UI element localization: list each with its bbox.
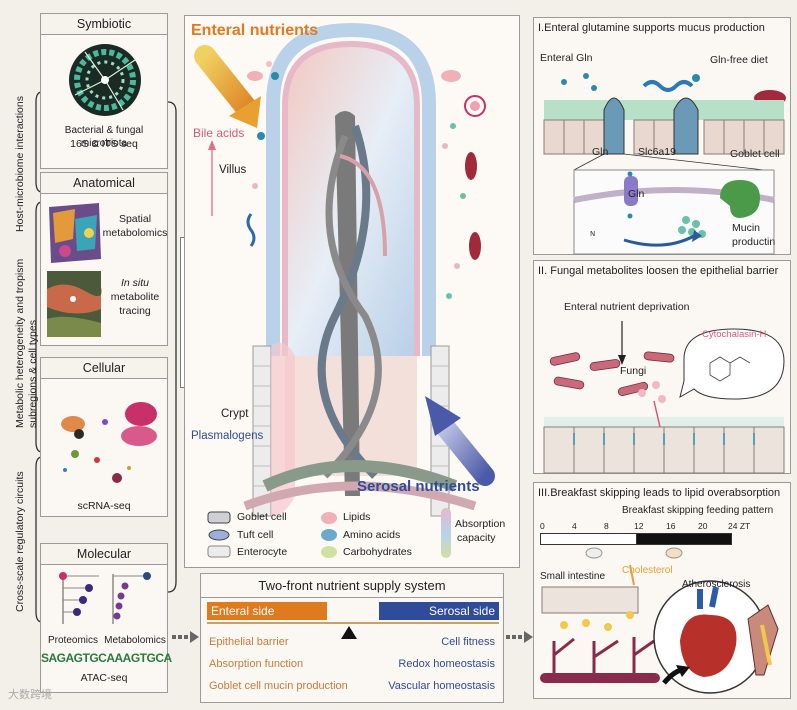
anatomical-title: Anatomical: [41, 173, 167, 194]
symbiotic-caption-1: Bacterial & fungal microbiota: [64, 125, 144, 149]
molecular-title: Molecular: [41, 544, 167, 565]
svg-text:N: N: [590, 230, 595, 238]
gln-top-label: Gln: [592, 146, 609, 158]
enteral-side-badge: Enteral side: [207, 602, 327, 620]
breakfast-illustration: [540, 547, 779, 694]
dna-sequence-logo: SAGAGTGCAAAGTGCA: [41, 651, 172, 665]
mucin-label-2: productin: [732, 236, 776, 248]
molecular-caption: ATAC-seq: [80, 672, 128, 684]
tick-16: 16: [666, 521, 676, 531]
panel-fungal-title: II. Fungal metabolites loosen the epithe…: [538, 265, 779, 277]
cellular-panel: Cellular scRNA-seq: [40, 357, 168, 517]
balance-triangle-icon: [341, 626, 357, 639]
insitu-label-2: metabolite: [110, 291, 160, 303]
side-label-metabolic-heterogeneity: Metabolic heterogeneity and tropism subr…: [14, 258, 39, 428]
cellular-caption: scRNA-seq: [77, 500, 131, 512]
plasmalogens-label: Plasmalogens: [191, 430, 264, 442]
villus-illustration: [194, 22, 495, 517]
left-bracket: [28, 12, 178, 692]
side-label-regulatory-circuits: Cross-scale regulatory circuits: [14, 471, 26, 612]
legend-enterocyte: Enterocyte: [237, 546, 288, 558]
feeding-pattern-label: Breakfast skipping feeding pattern: [622, 505, 774, 516]
panel-glutamine-title: I.Enteral glutamine supports mucus produ…: [538, 22, 765, 34]
spatial-map-image: [49, 203, 101, 263]
panel-breakfast: III.Breakfast skipping leads to lipid ov…: [533, 482, 791, 699]
serosal-nutrients-label: Serosal nutrients: [357, 478, 480, 495]
proteomics-label: Proteomics: [47, 635, 98, 646]
legend-nutrient-icons: [321, 512, 337, 558]
cholesterol-label: Cholesterol: [622, 565, 673, 576]
serosal-item-1: Cell fitness: [441, 636, 495, 648]
legend-absorption-2: capacity: [457, 532, 496, 544]
atherosclerosis-label: Atherosclerosis: [682, 579, 751, 590]
panel-glutamine: I.Enteral glutamine supports mucus produ…: [533, 17, 791, 255]
two-front-title: Two-front nutrient supply system: [201, 578, 503, 598]
two-front-panel: Two-front nutrient supply system Enteral…: [200, 573, 504, 703]
goblet-cell-label: Goblet cell: [730, 148, 780, 160]
balance-line: [207, 622, 499, 624]
insitu-label-1: In situ: [120, 277, 149, 289]
symbiotic-panel: Symbiotic Bacterial & fungal microbiota …: [40, 13, 168, 169]
insitu-tracing-image: [47, 271, 102, 337]
phylogenetic-tree-icon: [69, 44, 141, 116]
serosal-item-3: Vascular homeostasis: [388, 680, 495, 692]
enteral-item-1: Epithelial barrier: [209, 636, 289, 648]
transporter-label: Slc6a19: [638, 146, 676, 158]
bracket-lines: [35, 91, 177, 623]
tick-0: 0: [540, 521, 545, 531]
feeding-bar-light: [540, 533, 638, 545]
cellular-title: Cellular: [41, 358, 167, 379]
enteral-nutrients-label: Enteral nutrients: [191, 22, 319, 39]
villus-panel: Enteral nutrients Bile acids Villus Cryp…: [184, 15, 520, 568]
mucin-label-1: Mucin: [732, 222, 761, 234]
panel-fungal: II. Fungal metabolites loosen the epithe…: [533, 260, 791, 474]
tick-12: 12: [634, 521, 644, 531]
molecular-panel: Molecular Proteomics Metabolomics SAGAGT…: [40, 543, 172, 693]
legend-lipids: Lipids: [343, 511, 371, 523]
crypt-label: Crypt: [221, 408, 249, 420]
small-intestine-label: Small intestine: [540, 571, 606, 582]
umap-plot-image: [61, 402, 157, 483]
gln-free-label: Gln-free diet: [710, 54, 768, 66]
absorption-gradient-bar: [441, 508, 451, 558]
tick-24: 24 ZT: [728, 521, 751, 531]
spatial-label-1: Spatial: [118, 213, 152, 225]
enteral-gln-label: Enteral Gln: [540, 52, 593, 64]
serosal-side-badge: Serosal side: [379, 602, 499, 620]
lollipop-plot-image: [59, 572, 151, 624]
legend-tuft: Tuft cell: [237, 529, 274, 541]
fungi-label: Fungi: [620, 365, 647, 377]
legend-carbohydrates: Carbohydrates: [343, 546, 412, 558]
left-arrow-connector-icon: [172, 631, 199, 643]
cytochalasin-label: Cytochalasin-H: [702, 329, 767, 340]
symbiotic-caption-2: 16S & ITS seq: [70, 138, 138, 150]
feeding-bar-dark: [636, 533, 732, 545]
symbiotic-title: Symbiotic: [41, 14, 167, 35]
enteral-item-3: Goblet cell mucin production: [209, 680, 348, 692]
panel-breakfast-title: III.Breakfast skipping leads to lipid ov…: [538, 487, 781, 499]
gln-bottom-label: Gln: [628, 188, 645, 200]
serosal-item-2: Redox homeostasis: [398, 658, 495, 670]
metabolomics-label: Metabolomics: [104, 635, 166, 646]
watermark-text: 大数跨境: [8, 689, 52, 701]
villus-label: Villus: [219, 164, 247, 176]
legend-absorption-1: Absorption: [455, 518, 506, 530]
bile-acids-label: Bile acids: [193, 126, 245, 140]
glutamine-illustration: N: [543, 73, 786, 255]
tick-20: 20: [698, 521, 708, 531]
tick-4: 4: [572, 521, 577, 531]
legend-amino-acids: Amino acids: [343, 529, 401, 541]
anatomical-panel: Anatomical Spatial metabolomics In situ …: [40, 172, 168, 346]
spatial-label-2: metabolomics: [102, 227, 168, 239]
deprivation-label: Enteral nutrient deprivation: [564, 301, 690, 313]
right-arrow-connector-icon: [506, 631, 533, 643]
insitu-label-3: tracing: [119, 305, 151, 317]
enteral-item-2: Absorption function: [209, 658, 304, 670]
legend-cell-icons: [207, 511, 231, 558]
legend-goblet: Goblet cell: [237, 511, 287, 523]
fungal-illustration: [543, 321, 785, 474]
tick-8: 8: [604, 521, 609, 531]
